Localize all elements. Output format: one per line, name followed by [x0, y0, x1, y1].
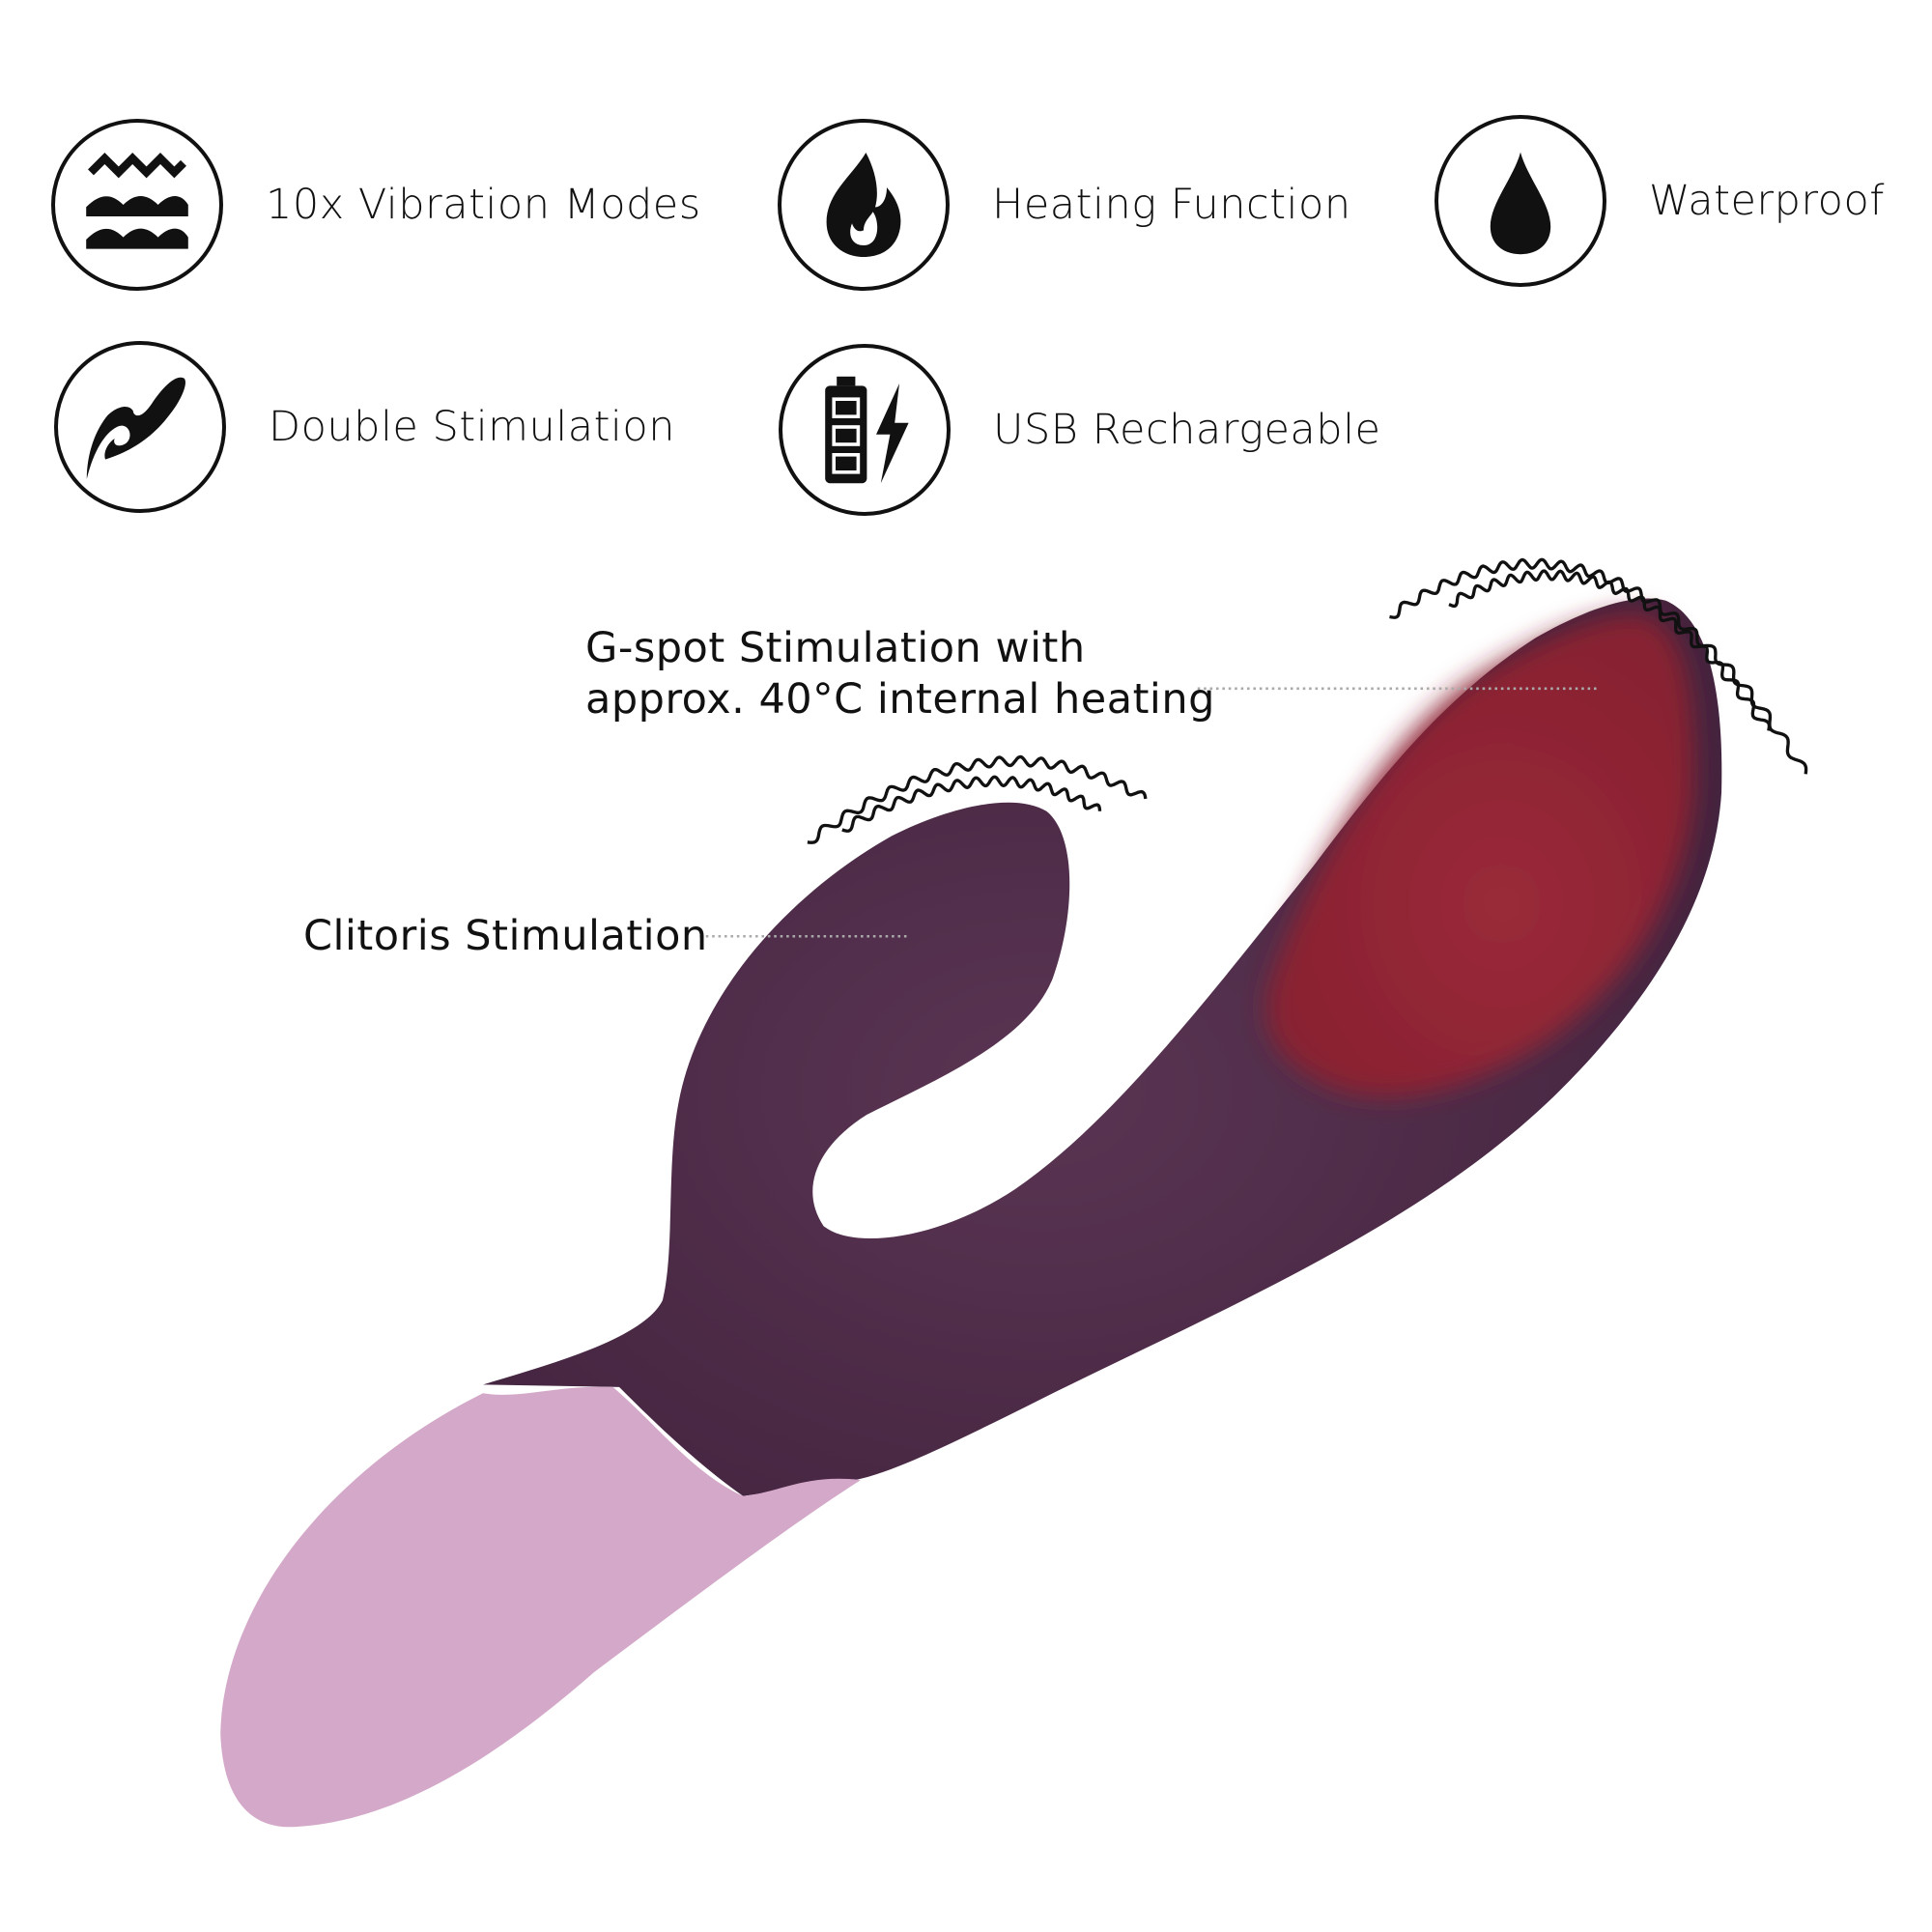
feature-label: Double Stimulation: [269, 403, 675, 451]
vibration-wave-line: [807, 754, 1148, 844]
gspot-callout-line1: G-spot Stimulation with: [585, 624, 1086, 672]
feature-label: 10x Vibration Modes: [266, 181, 701, 229]
heating-zone: [1265, 613, 1695, 1097]
feature-heating: Heating Function: [778, 119, 1351, 291]
vibration-wave-line: [841, 775, 1102, 833]
clitoris-callout: Clitoris Stimulation: [303, 912, 708, 960]
feature-vibration-modes: 10x Vibration Modes: [51, 119, 701, 291]
feature-label: Waterproof: [1649, 177, 1885, 225]
feature-double-stimulation: Double Stimulation: [54, 341, 675, 513]
vibration-wave-line: [1448, 569, 1772, 731]
water-drop-icon: [1435, 115, 1606, 287]
feature-label: USB Rechargeable: [993, 406, 1381, 454]
feature-usb-rechargeable: USB Rechargeable: [779, 344, 1380, 516]
waves-icon: [51, 119, 223, 291]
feature-waterproof: Waterproof: [1435, 115, 1885, 287]
handle: [220, 1386, 862, 1828]
vibration-waves: [807, 557, 1808, 844]
flame-icon: [778, 119, 950, 291]
gspot-callout: G-spot Stimulation with approx. 40°C int…: [585, 623, 1215, 725]
rabbit-vibrator-icon: [54, 341, 226, 513]
battery-charging-icon: [779, 344, 951, 516]
gspot-callout-line2: approx. 40°C internal heating: [585, 675, 1215, 724]
feature-label: Heating Function: [992, 181, 1351, 229]
